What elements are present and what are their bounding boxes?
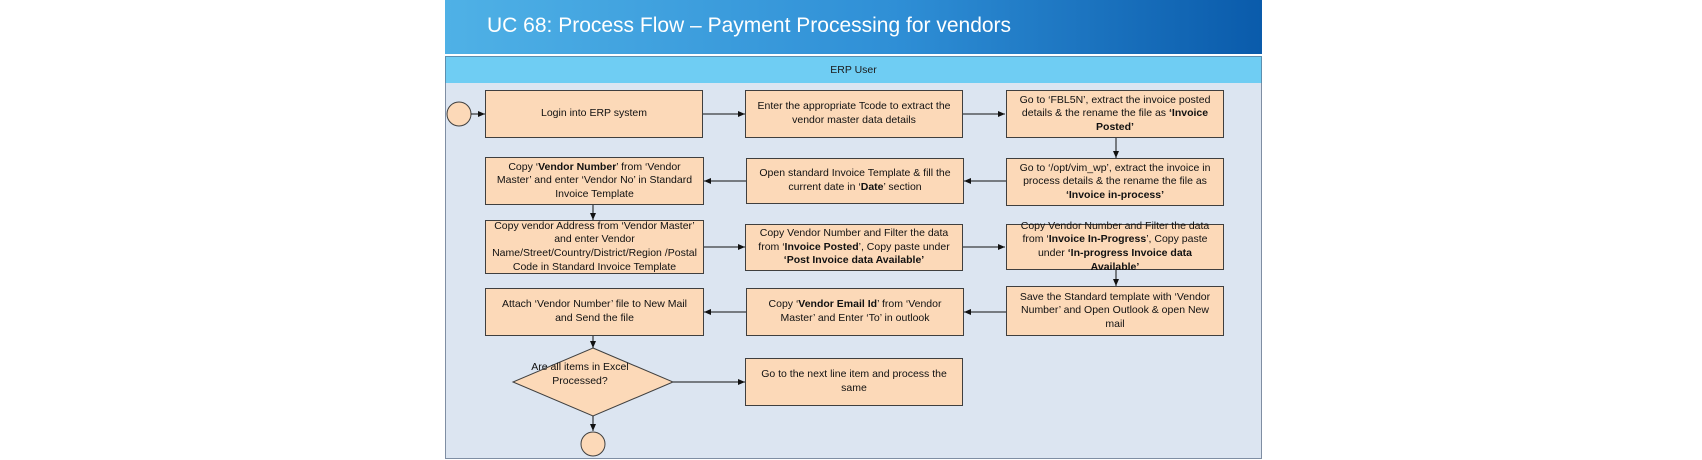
start-node bbox=[446, 101, 472, 127]
title-bar: UC 68: Process Flow – Payment Processing… bbox=[445, 0, 1262, 54]
step-filter-invoice-posted: Copy Vendor Number and Filter the data f… bbox=[745, 224, 963, 271]
step-fbl5n-extract: Go to ‘FBL5N’, extract the invoice poste… bbox=[1006, 90, 1224, 138]
step-copy-vendor-address: Copy vendor Address from ‘Vendor Master’… bbox=[485, 220, 704, 274]
step-filter-invoice-in-progress: Copy Vendor Number and Filter the data f… bbox=[1006, 220, 1224, 273]
slide: UC 68: Process Flow – Payment Processing… bbox=[445, 0, 1262, 460]
decision-label: Are all items in Excel Processed? bbox=[531, 361, 629, 387]
end-node bbox=[580, 431, 606, 457]
swimlane-label: ERP User bbox=[830, 64, 877, 76]
step-login: Login into ERP system bbox=[485, 90, 703, 138]
step-attach-send: Attach ‘Vendor Number’ file to New Mail … bbox=[485, 288, 704, 336]
step-copy-email-id: Copy ‘Vendor Email Id’ from ‘Vendor Mast… bbox=[746, 288, 964, 336]
step-vim-extract: Go to ‘/opt/vim_wp’, extract the invoice… bbox=[1006, 158, 1224, 206]
step-enter-tcode: Enter the appropriate Tcode to extract t… bbox=[745, 90, 963, 138]
page-title: UC 68: Process Flow – Payment Processing… bbox=[487, 14, 1012, 37]
step-open-template: Open standard Invoice Template & fill th… bbox=[746, 158, 964, 204]
step-copy-vendor-number: Copy ‘Vendor Number’ from ‘Vendor Master… bbox=[485, 157, 704, 205]
step-next-line-item: Go to the next line item and process the… bbox=[745, 358, 963, 406]
step-save-template: Save the Standard template with ‘Vendor … bbox=[1006, 286, 1224, 336]
flow-connectors bbox=[446, 101, 1119, 457]
